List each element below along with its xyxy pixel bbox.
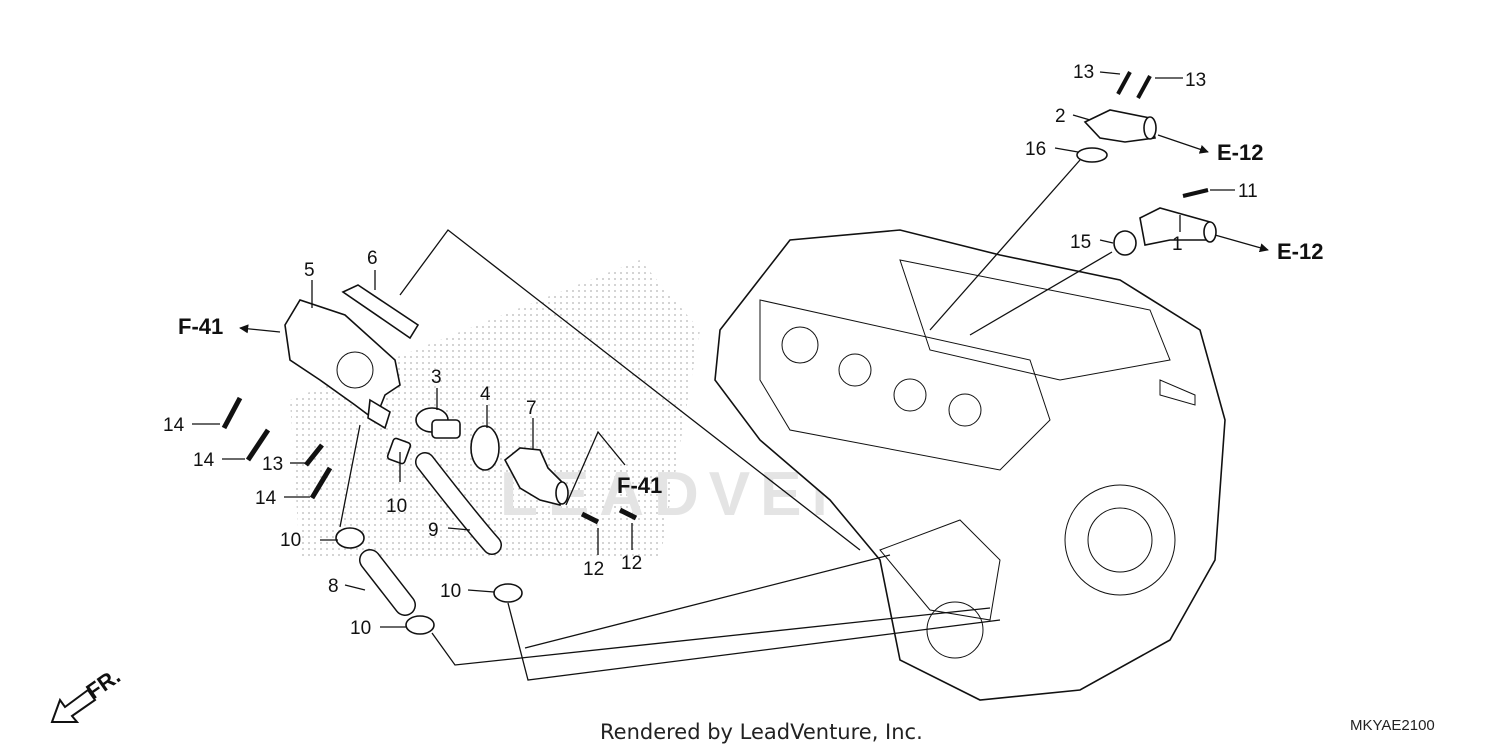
callout-5: 5 [304, 260, 315, 281]
callout-12-b: 12 [621, 553, 642, 574]
front-arrow-icon [50, 688, 97, 723]
callout-15: 15 [1070, 232, 1091, 253]
ref-e12-lower[interactable]: E-12 [1277, 239, 1323, 264]
water-pipe-lower [1139, 207, 1217, 246]
o-ring-16 [1076, 147, 1108, 163]
leader-lines [192, 71, 1235, 681]
water-pipe-upper [1083, 109, 1157, 143]
thermostat [415, 407, 461, 439]
o-ring-4 [470, 425, 500, 471]
arrow-e12-upper [1157, 134, 1209, 154]
arrow-f41-left [239, 324, 281, 334]
callout-3: 3 [431, 367, 442, 388]
engine-block [714, 229, 1226, 701]
callout-10-d: 10 [350, 618, 371, 639]
o-ring-15 [1113, 230, 1137, 256]
ref-f41-center[interactable]: F-41 [617, 473, 662, 498]
callout-14-a: 14 [163, 415, 185, 436]
callout-9: 9 [428, 520, 439, 541]
callout-10-a: 10 [280, 530, 301, 551]
callout-10-b: 10 [386, 496, 407, 517]
callout-6: 6 [367, 248, 378, 269]
callout-13-b: 13 [1185, 70, 1206, 91]
bolts-13-upper [1116, 71, 1152, 99]
callout-2: 2 [1055, 106, 1066, 127]
rendered-by-credit: Rendered by LeadVenture, Inc. [600, 720, 923, 744]
ref-e12-upper[interactable]: E-12 [1217, 140, 1263, 165]
callout-1: 1 [1172, 234, 1183, 255]
callout-8: 8 [328, 576, 339, 597]
callout-4: 4 [480, 384, 491, 405]
clamp-10-b [493, 583, 523, 603]
callout-12-a: 12 [583, 559, 604, 580]
callout-16: 16 [1025, 139, 1046, 160]
thermostat-cover [503, 447, 569, 506]
callout-13-c: 13 [262, 454, 283, 475]
callout-7: 7 [526, 398, 537, 419]
diagram-code: MKYAE2100 [1350, 717, 1435, 734]
callout-11: 11 [1238, 181, 1258, 202]
arrow-e12-lower [1214, 234, 1269, 253]
clamp-10-a [335, 527, 365, 549]
bolts-12 [580, 507, 638, 525]
ref-f41-left[interactable]: F-41 [178, 314, 223, 339]
gasket-6 [341, 284, 420, 340]
callout-14-c: 14 [255, 488, 277, 509]
hose-joint [386, 437, 412, 465]
callout-13-a: 13 [1073, 62, 1094, 83]
bolts-left [221, 396, 333, 500]
callout-10-c: 10 [440, 581, 461, 602]
dotted-shading [290, 260, 700, 560]
callout-14-b: 14 [193, 450, 215, 471]
callout-labels: 1 2 3 4 5 6 7 8 9 10 10 10 10 11 12 12 1… [163, 62, 1258, 639]
clamp-10-c [405, 615, 435, 635]
thermostat-housing [284, 299, 401, 430]
bolt-11 [1182, 188, 1209, 198]
